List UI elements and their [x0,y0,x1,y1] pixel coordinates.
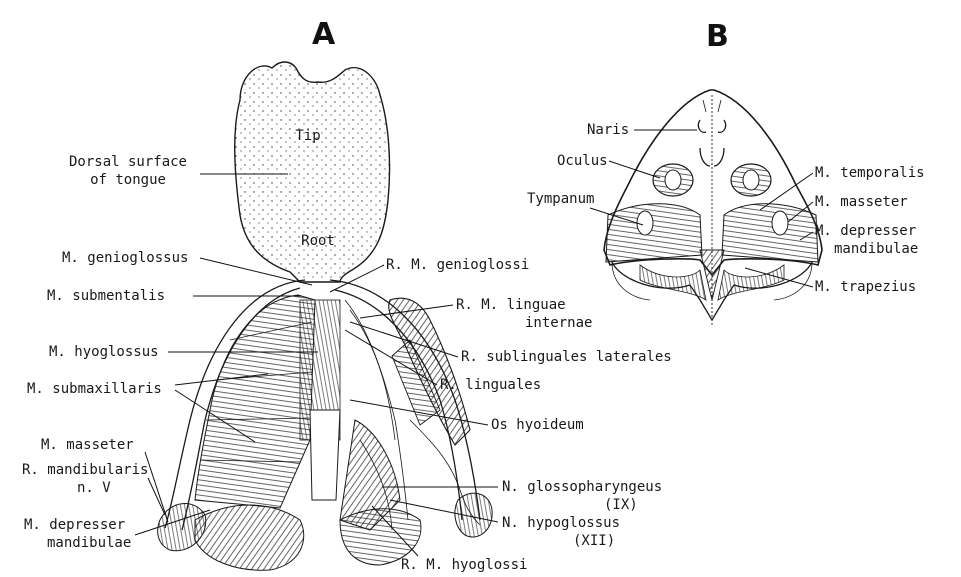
label-submaxillaris: M. submaxillaris [27,381,162,397]
label-r-mandibularis-1: R. mandibularis [22,462,148,478]
leader-r-mandibularis [148,478,165,515]
label-n-hypo-1: N. hypoglossus [502,515,620,531]
submaxillaris-muscle [195,295,315,508]
hyoid-region [300,300,408,530]
label-tympanum: Tympanum [527,191,594,207]
label-r-linguales: R. linguales [440,377,541,393]
label-trapezius: M. trapezius [815,279,916,295]
label-r-hyoglossi: R. M. hyoglossi [401,557,527,573]
label-submentalis: M. submentalis [47,288,165,304]
label-n-glosso-1: N. glossopharyngeus [502,479,662,495]
label-n-hypo-2: (XII) [573,533,615,549]
tongue [235,62,390,282]
label-r-mandibularis-2: n. V [77,480,111,496]
label-depresser-a-1: M. depresser [24,517,125,533]
tongue-root-label: Root [301,233,335,249]
label-dorsal-surface-2: of tongue [90,172,166,188]
label-r-linguae-2: internae [525,315,592,331]
label-dorsal-surface-1: Dorsal surface [69,154,187,170]
label-masseter-a: M. masseter [41,437,134,453]
head-dorsal-view [604,90,822,325]
label-r-sublinguales: R. sublinguales laterales [461,349,672,365]
label-naris: Naris [587,122,629,138]
label-depresser-a-2: mandibulae [47,535,131,551]
label-depresser-b-2: mandibulae [834,241,918,257]
label-masseter-b: M. masseter [815,194,908,210]
panel-a-letter: A [312,17,336,52]
label-oculus: Oculus [557,153,608,169]
label-temporalis: M. temporalis [815,165,925,181]
label-r-genioglossi: R. M. genioglossi [386,257,529,273]
leader-masseter-a [145,452,168,522]
label-depresser-b-1: M. depresser [815,223,916,239]
label-n-glosso-2: (IX) [604,497,638,513]
panel-b-letter: B [706,19,729,54]
tongue-tip-label: Tip [295,128,320,144]
label-hyoglossus: M. hyoglossus [49,344,159,360]
right-muscle-flap [389,298,480,525]
label-genioglossus: M. genioglossus [62,250,188,266]
label-os-hyoideum: Os hyoideum [491,417,584,433]
label-r-linguae-1: R. M. linguae [456,297,566,313]
